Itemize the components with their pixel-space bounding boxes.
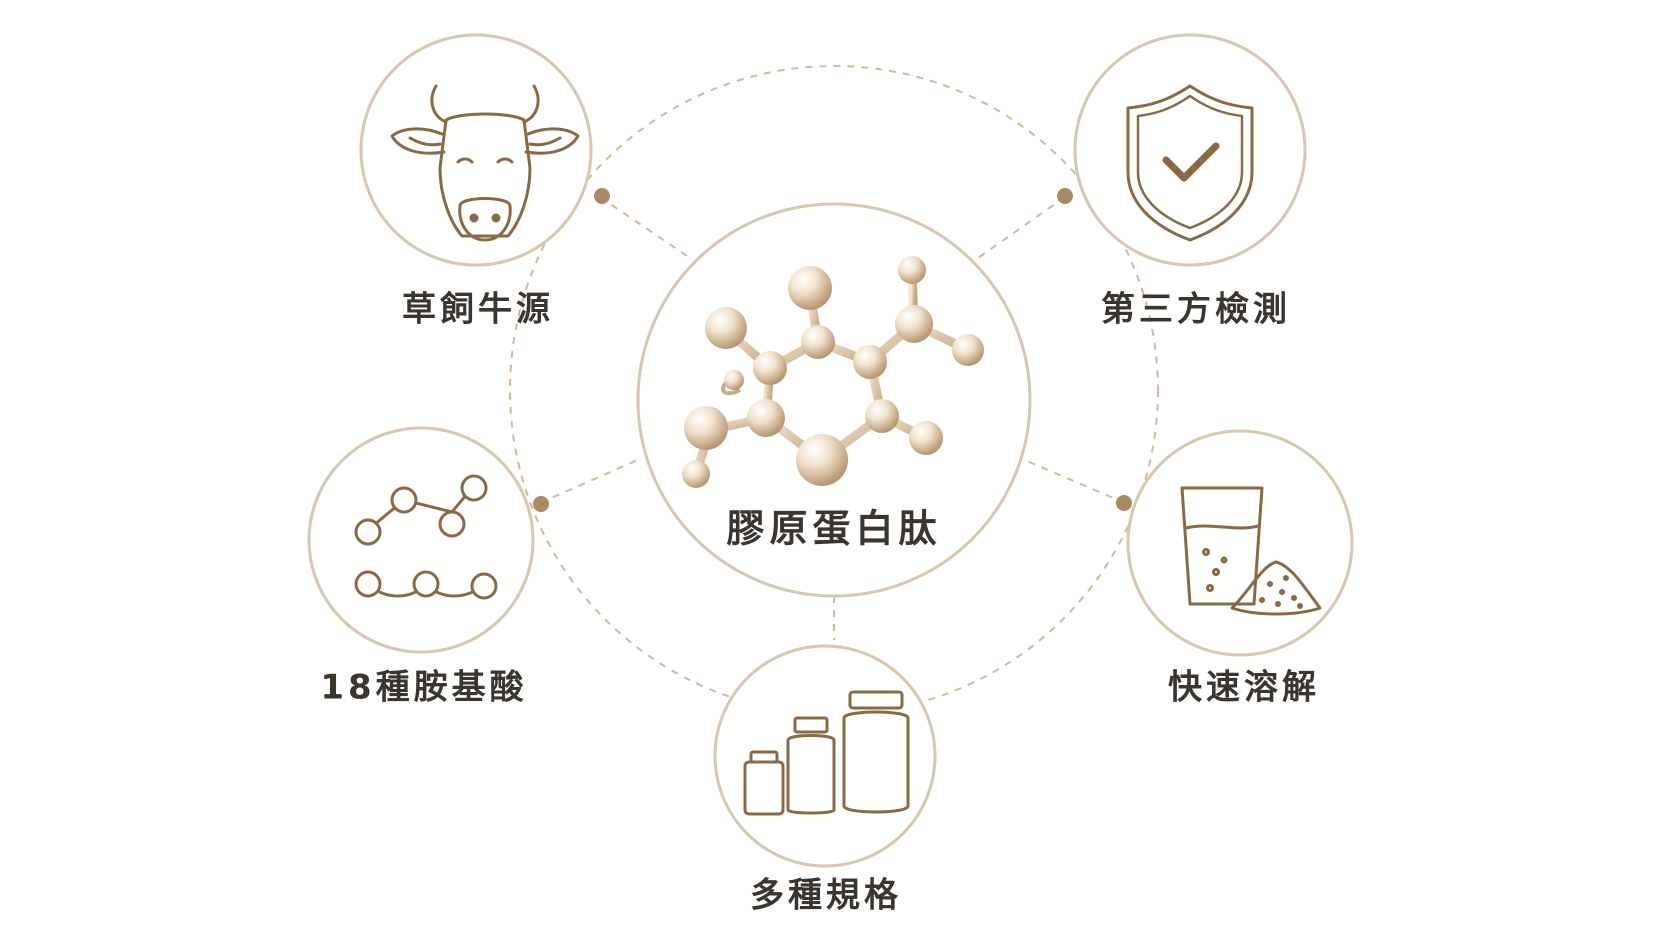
feature-circle-grass-fed — [359, 33, 593, 267]
connector-dots — [533, 188, 1132, 512]
feature-label-amino: 18種胺基酸 — [320, 667, 528, 708]
feature-label-sizes: 多種規格 — [750, 875, 902, 916]
feature-label-third-party: 第三方檢測 — [1101, 289, 1291, 330]
feature-label-dissolve: 快速溶解 — [1168, 667, 1320, 708]
connector-lines — [539, 196, 1126, 640]
feature-circle-sizes — [713, 644, 937, 868]
center-label: 膠原蛋白肽 — [726, 506, 942, 551]
amino-chain-icon — [354, 474, 498, 600]
glass-powder-icon — [1180, 486, 1322, 616]
feature-circle-dissolve — [1126, 429, 1354, 657]
feature-label-grass-fed: 草飼牛源 — [402, 289, 554, 330]
center-circle — [636, 202, 1032, 598]
shield-check-icon — [1126, 84, 1254, 242]
molecule-icon — [682, 256, 984, 488]
feature-circle-amino — [307, 426, 535, 654]
bottles-icon — [743, 690, 910, 816]
feature-circle-third-party — [1073, 33, 1307, 267]
cow-icon — [390, 84, 580, 242]
